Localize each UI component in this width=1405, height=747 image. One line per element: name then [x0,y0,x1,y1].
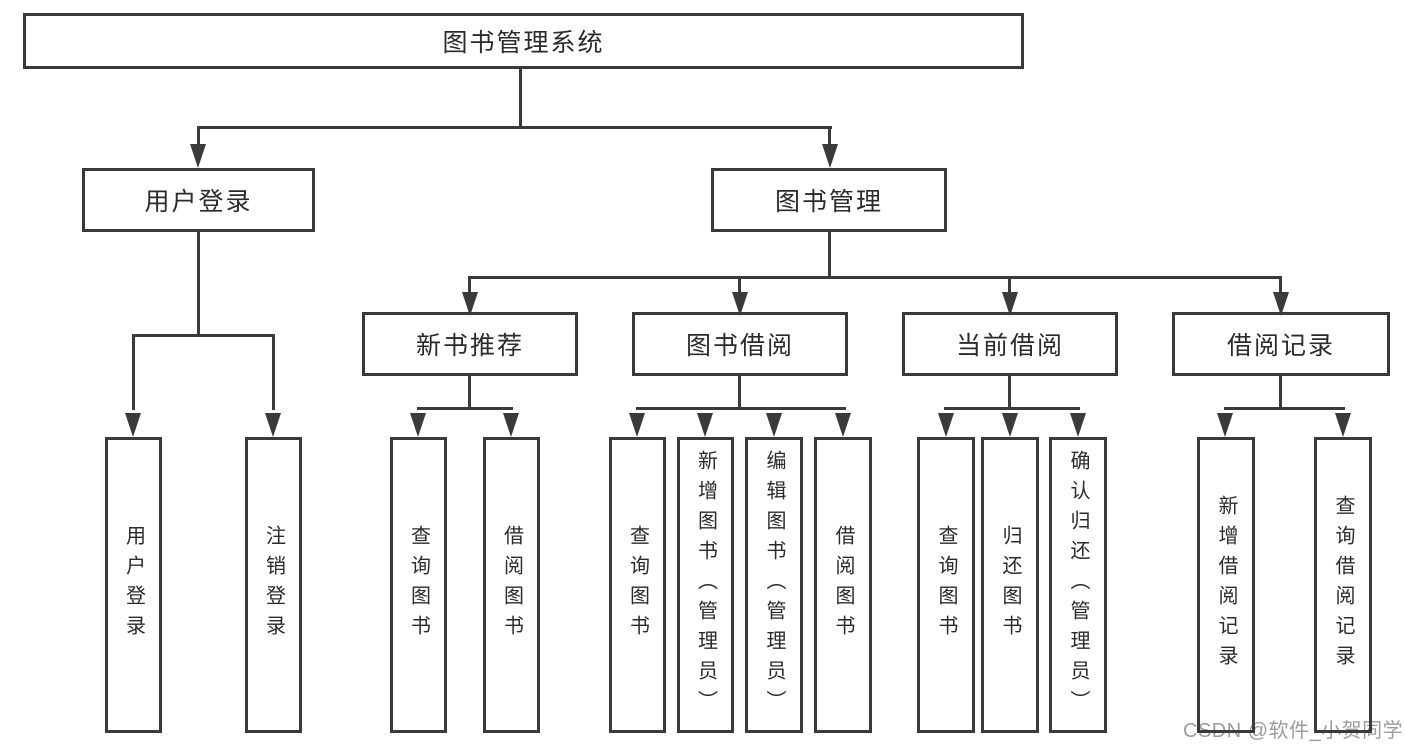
node-book-borrow: 图书借阅 [632,312,848,376]
leaf-add-borrow-record-label: 新增借阅记录 [1215,495,1237,675]
arrow-to-current-borrow [1002,292,1018,316]
arrow-to-edit-books [766,413,782,437]
leaf-edit-books-admin: 编辑图书（管理员） [745,437,803,733]
node-book-mgmt: 图书管理 [711,168,947,232]
arrow-to-book-mgmt [822,144,838,168]
connector-root-to-book-mgmt-stub [828,126,831,148]
connector-to-login-leaf-stub [132,334,135,410]
connector-book-borrow-split [636,407,846,410]
arrow-to-add-books [697,413,713,437]
node-root-library-system: 图书管理系统 [23,13,1024,69]
arrow-to-query-books-1 [410,413,426,437]
node-new-book-rec: 新书推荐 [362,312,578,376]
node-current-borrow-label: 当前借阅 [955,332,1064,360]
arrow-to-user-login [190,144,206,168]
connector-book-mgmt-stem [828,232,831,276]
node-root-label: 图书管理系统 [442,29,605,57]
connector-new-book-rec-stem [468,376,471,407]
leaf-user-login-label: 用户登录 [122,525,145,645]
leaf-borrow-books-2-label: 借阅图书 [832,525,854,645]
connector-root-to-user-login-stub [197,126,200,148]
connector-book-mgmt-split [468,276,1282,279]
arrow-to-login-leaf [125,413,141,437]
leaf-confirm-return-admin: 确认归还（管理员） [1049,437,1107,733]
leaf-query-books-1: 查询图书 [390,437,447,733]
node-current-borrow: 当前借阅 [902,312,1118,376]
node-new-book-rec-label: 新书推荐 [415,332,524,360]
arrow-to-book-borrow [732,292,748,316]
arrow-to-borrow-books-2 [835,413,851,437]
arrow-to-borrow-books-1 [503,413,519,437]
node-user-login: 用户登录 [82,168,315,232]
connector-to-book-borrow-stub [738,276,741,294]
connector-current-borrow-split [944,407,1080,410]
connector-user-login-stem [197,232,200,334]
arrow-to-return-books [1002,413,1018,437]
arrow-to-logout-leaf [265,413,281,437]
leaf-add-books-admin: 新增图书（管理员） [677,437,734,733]
arrow-to-query-borrow-record [1335,413,1351,437]
arrow-to-add-borrow-record [1217,413,1233,437]
leaf-query-books-3-label: 查询图书 [935,525,957,645]
arrow-to-confirm-return [1070,413,1086,437]
node-borrow-records: 借阅记录 [1172,312,1390,376]
csdn-watermark: CSDN @软件_小贺同学 [1183,720,1404,742]
leaf-add-books-admin-label: 新增图书（管理员） [694,450,717,720]
leaf-borrow-books-2: 借阅图书 [814,437,872,733]
leaf-logout: 注销登录 [245,437,302,733]
connector-book-borrow-stem [738,376,741,407]
leaf-add-borrow-record: 新增借阅记录 [1197,437,1255,733]
connector-to-new-book-rec-stub [468,276,471,294]
leaf-borrow-books-1: 借阅图书 [483,437,540,733]
connector-to-borrow-records-stub [1279,276,1282,294]
leaf-query-books-2-label: 查询图书 [626,525,649,645]
leaf-query-books-1-label: 查询图书 [407,525,430,645]
arrow-to-query-books-2 [629,413,645,437]
leaf-logout-label: 注销登录 [262,525,285,645]
leaf-query-books-3: 查询图书 [917,437,975,733]
arrow-to-query-books-3 [938,413,954,437]
arrow-to-new-book-rec [462,292,478,316]
connector-user-login-split [132,334,275,337]
connector-borrow-records-stem [1279,376,1282,407]
connector-borrow-records-split [1224,407,1345,410]
connector-to-logout-leaf-stub [272,334,275,410]
leaf-query-books-2: 查询图书 [609,437,666,733]
node-borrow-records-label: 借阅记录 [1226,332,1335,360]
leaf-return-books-label: 归还图书 [999,525,1021,645]
leaf-borrow-books-1-label: 借阅图书 [500,525,523,645]
connector-root-split [197,126,832,129]
leaf-return-books: 归还图书 [981,437,1039,733]
node-book-mgmt-label: 图书管理 [774,188,883,216]
connector-new-book-rec-split [417,407,513,410]
leaf-query-borrow-record-label: 查询借阅记录 [1332,495,1354,675]
leaf-edit-books-admin-label: 编辑图书（管理员） [763,450,785,720]
node-book-borrow-label: 图书借阅 [685,332,794,360]
node-user-login-label: 用户登录 [144,188,253,216]
leaf-query-borrow-record: 查询借阅记录 [1314,437,1372,733]
leaf-user-login: 用户登录 [105,437,162,733]
connector-root-stem [519,69,522,126]
arrow-to-borrow-records [1273,292,1289,316]
leaf-confirm-return-admin-label: 确认归还（管理员） [1067,450,1089,720]
connector-to-current-borrow-stub [1008,276,1011,294]
connector-current-borrow-stem [1008,376,1011,407]
